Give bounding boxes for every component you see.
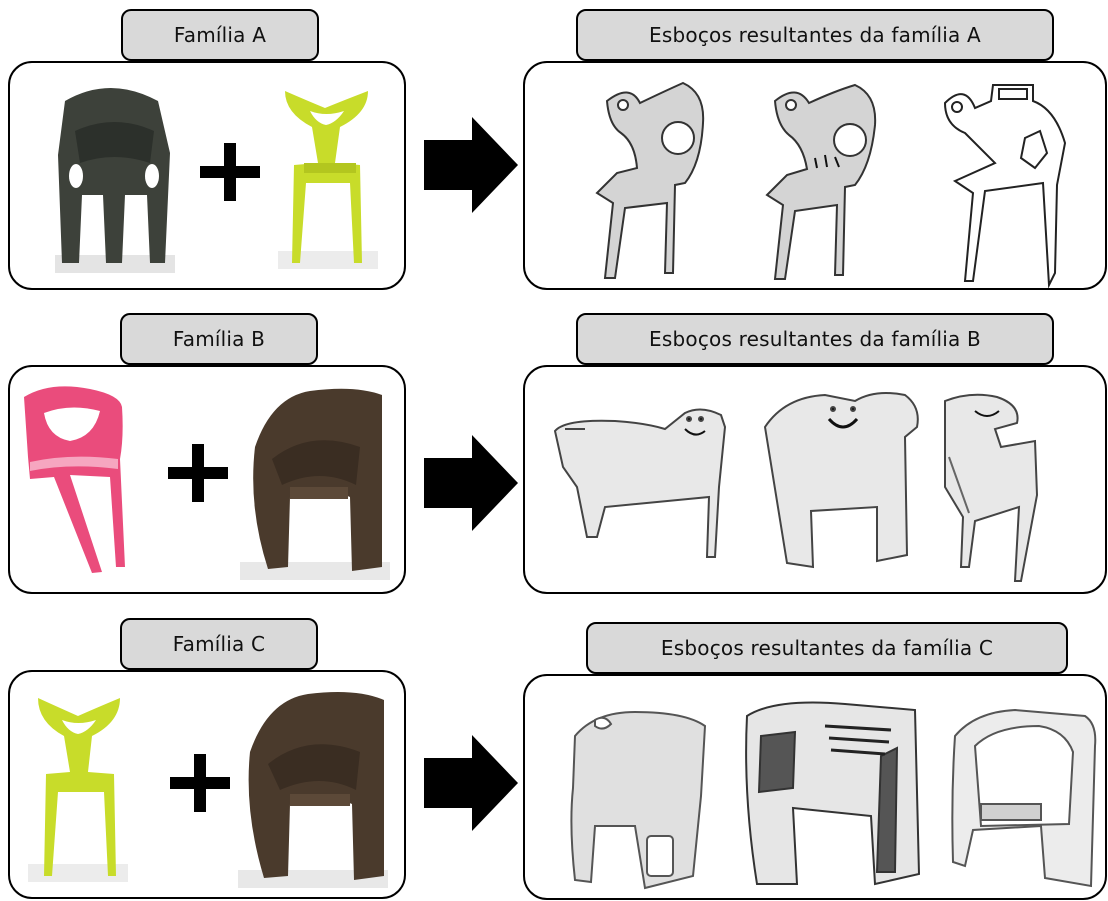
sketch-a1 (597, 83, 703, 278)
family-b-source-panel (8, 365, 406, 594)
pink-translucent-chair-image (24, 386, 125, 573)
brown-lounge-chair-image (238, 692, 388, 888)
family-c-source-panel (8, 670, 406, 899)
sketch-b1 (555, 409, 725, 557)
family-c-label: Família C (120, 618, 318, 670)
family-b-sketch-panel (523, 365, 1107, 594)
family-b-label: Família B (120, 313, 318, 365)
sketch-c2 (746, 703, 919, 885)
sketch-c1 (571, 712, 705, 888)
lime-y-back-chair-image (278, 91, 378, 269)
family-a-source-panel (8, 61, 406, 290)
family-a-sketch-panel (523, 61, 1107, 290)
right-arrow-icon (420, 115, 520, 215)
plus-icon (170, 754, 230, 812)
family-c-sketch-panel (523, 674, 1107, 900)
brown-lounge-chair-image (240, 389, 390, 580)
plus-icon (200, 143, 260, 201)
family-a-label: Família A (121, 9, 319, 61)
plus-icon (168, 444, 228, 502)
family-b-sketch-label: Esboços resultantes da família B (576, 313, 1054, 365)
sketch-b2 (765, 393, 918, 567)
right-arrow-icon (420, 733, 520, 833)
lime-y-back-chair-image (28, 698, 128, 882)
sketch-b3 (945, 395, 1037, 581)
right-arrow-icon (420, 433, 520, 533)
dark-stacking-chair-image (55, 88, 175, 273)
sketch-a3 (945, 85, 1065, 285)
family-c-sketch-label: Esboços resultantes da família C (586, 622, 1068, 674)
sketch-c3 (952, 710, 1095, 886)
family-a-sketch-label: Esboços resultantes da família A (576, 9, 1054, 61)
sketch-a2 (767, 85, 875, 279)
